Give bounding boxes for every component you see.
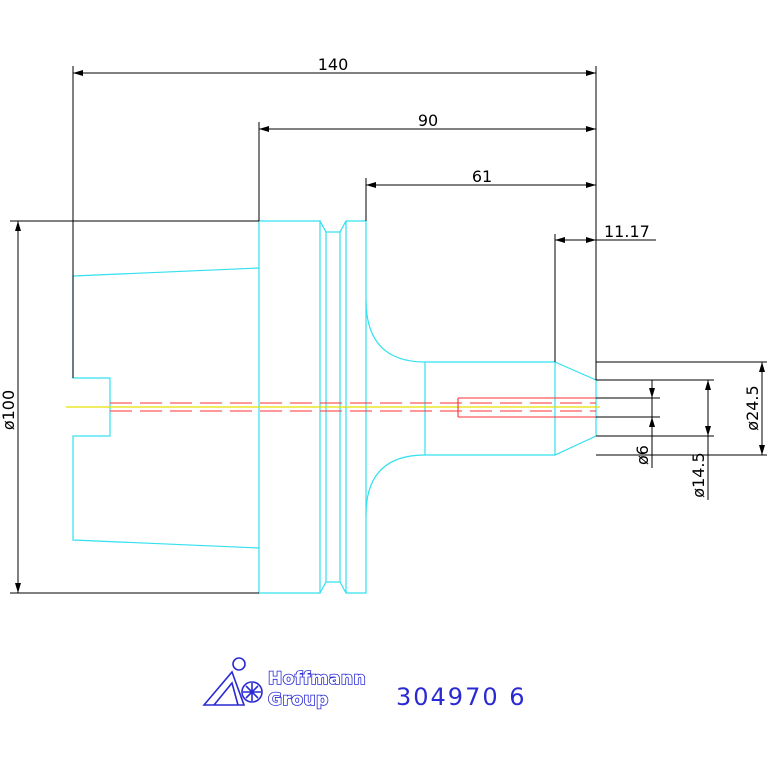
center-lines (66, 397, 600, 418)
dim-dia24-5: ø24.5 (743, 385, 762, 430)
shank (424, 361, 555, 456)
shank-radius (365, 299, 426, 516)
part-number: 304970 6 (396, 683, 527, 711)
dim-61: 61 (472, 167, 492, 186)
dim-140: 140 (318, 55, 349, 74)
arrowheads (15, 70, 765, 593)
dim-dia100: ø100 (0, 390, 18, 430)
logo-line2: Group (268, 690, 329, 710)
dim-11-17: 11.17 (604, 222, 650, 241)
dim-dia14-5: ø14.5 (689, 452, 708, 497)
hoffmann-group-logo: Hoffmann Group (202, 657, 366, 711)
tip-chamfer (554, 361, 597, 456)
logo-line1: Hoffmann (268, 669, 366, 689)
taper-section (72, 267, 260, 549)
dim-90: 90 (418, 111, 438, 130)
bore-hidden (457, 397, 596, 418)
logo-mark-icon (202, 657, 263, 706)
dimension-lines (10, 66, 767, 594)
dim-dia6: ø6 (633, 445, 652, 465)
